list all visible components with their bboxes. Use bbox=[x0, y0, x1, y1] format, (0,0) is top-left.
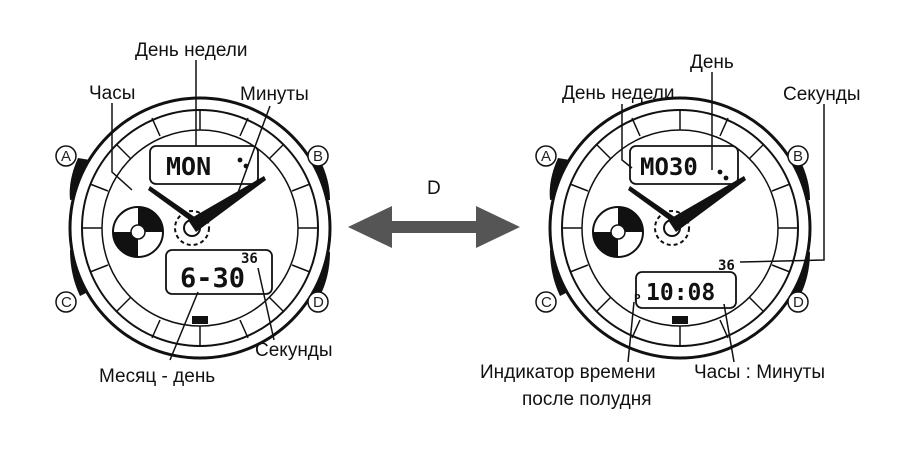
right-label-day: День bbox=[690, 52, 734, 73]
left-button-c-label: C bbox=[61, 294, 72, 311]
mode-switch: D bbox=[348, 178, 520, 248]
right-watch-seconds-lcd-text: 36 bbox=[718, 258, 735, 274]
left-label-seconds: Секунды bbox=[255, 340, 333, 361]
right-watch-lower-lcd-text: 10:08 bbox=[646, 280, 715, 306]
left-button-b-label: B bbox=[313, 148, 323, 165]
left-button-a-label: A bbox=[61, 148, 71, 165]
right-label-day-of-week: День недели bbox=[562, 83, 674, 104]
right-button-a-label: A bbox=[541, 148, 551, 165]
right-watch-pm-mark: P bbox=[634, 292, 641, 305]
switch-label: D bbox=[427, 178, 441, 199]
left-watch-seconds-lcd-text: 36 bbox=[241, 251, 258, 267]
right-label-hours-minutes: Часы : Минуты bbox=[694, 362, 825, 383]
right-button-c-label: C bbox=[541, 294, 552, 311]
right-watch-bottom-index bbox=[672, 316, 688, 324]
left-label-month-day: Месяц - день bbox=[99, 366, 215, 387]
left-label-hours: Часы bbox=[89, 83, 135, 104]
right-button-d-label: D bbox=[793, 294, 804, 311]
left-watch-lower-lcd-text: 6-30 bbox=[180, 263, 245, 294]
right-label-seconds: Секунды bbox=[783, 84, 861, 105]
right-label-pm-indicator-line1: Индикатор времени bbox=[480, 362, 656, 383]
left-watch-bottom-index bbox=[192, 316, 208, 324]
right-watch-upper-lcd-text: MO30 bbox=[640, 153, 698, 181]
left-watch-upper-lcd-text: MON bbox=[166, 152, 211, 181]
left-label-day-of-week: День недели bbox=[135, 40, 247, 61]
right-button-b-label: B bbox=[793, 148, 803, 165]
right-label-pm-indicator-line2: после полудня bbox=[522, 389, 652, 410]
right-watch: MO30 10:08 36 P День День недели Секунды… bbox=[480, 52, 861, 410]
left-watch: MON 6-30 36 День недели Часы Минуты Секу… bbox=[56, 40, 333, 387]
left-button-d-label: D bbox=[313, 294, 324, 311]
double-arrow-icon bbox=[348, 206, 520, 248]
left-label-minutes: Минуты bbox=[240, 84, 309, 105]
